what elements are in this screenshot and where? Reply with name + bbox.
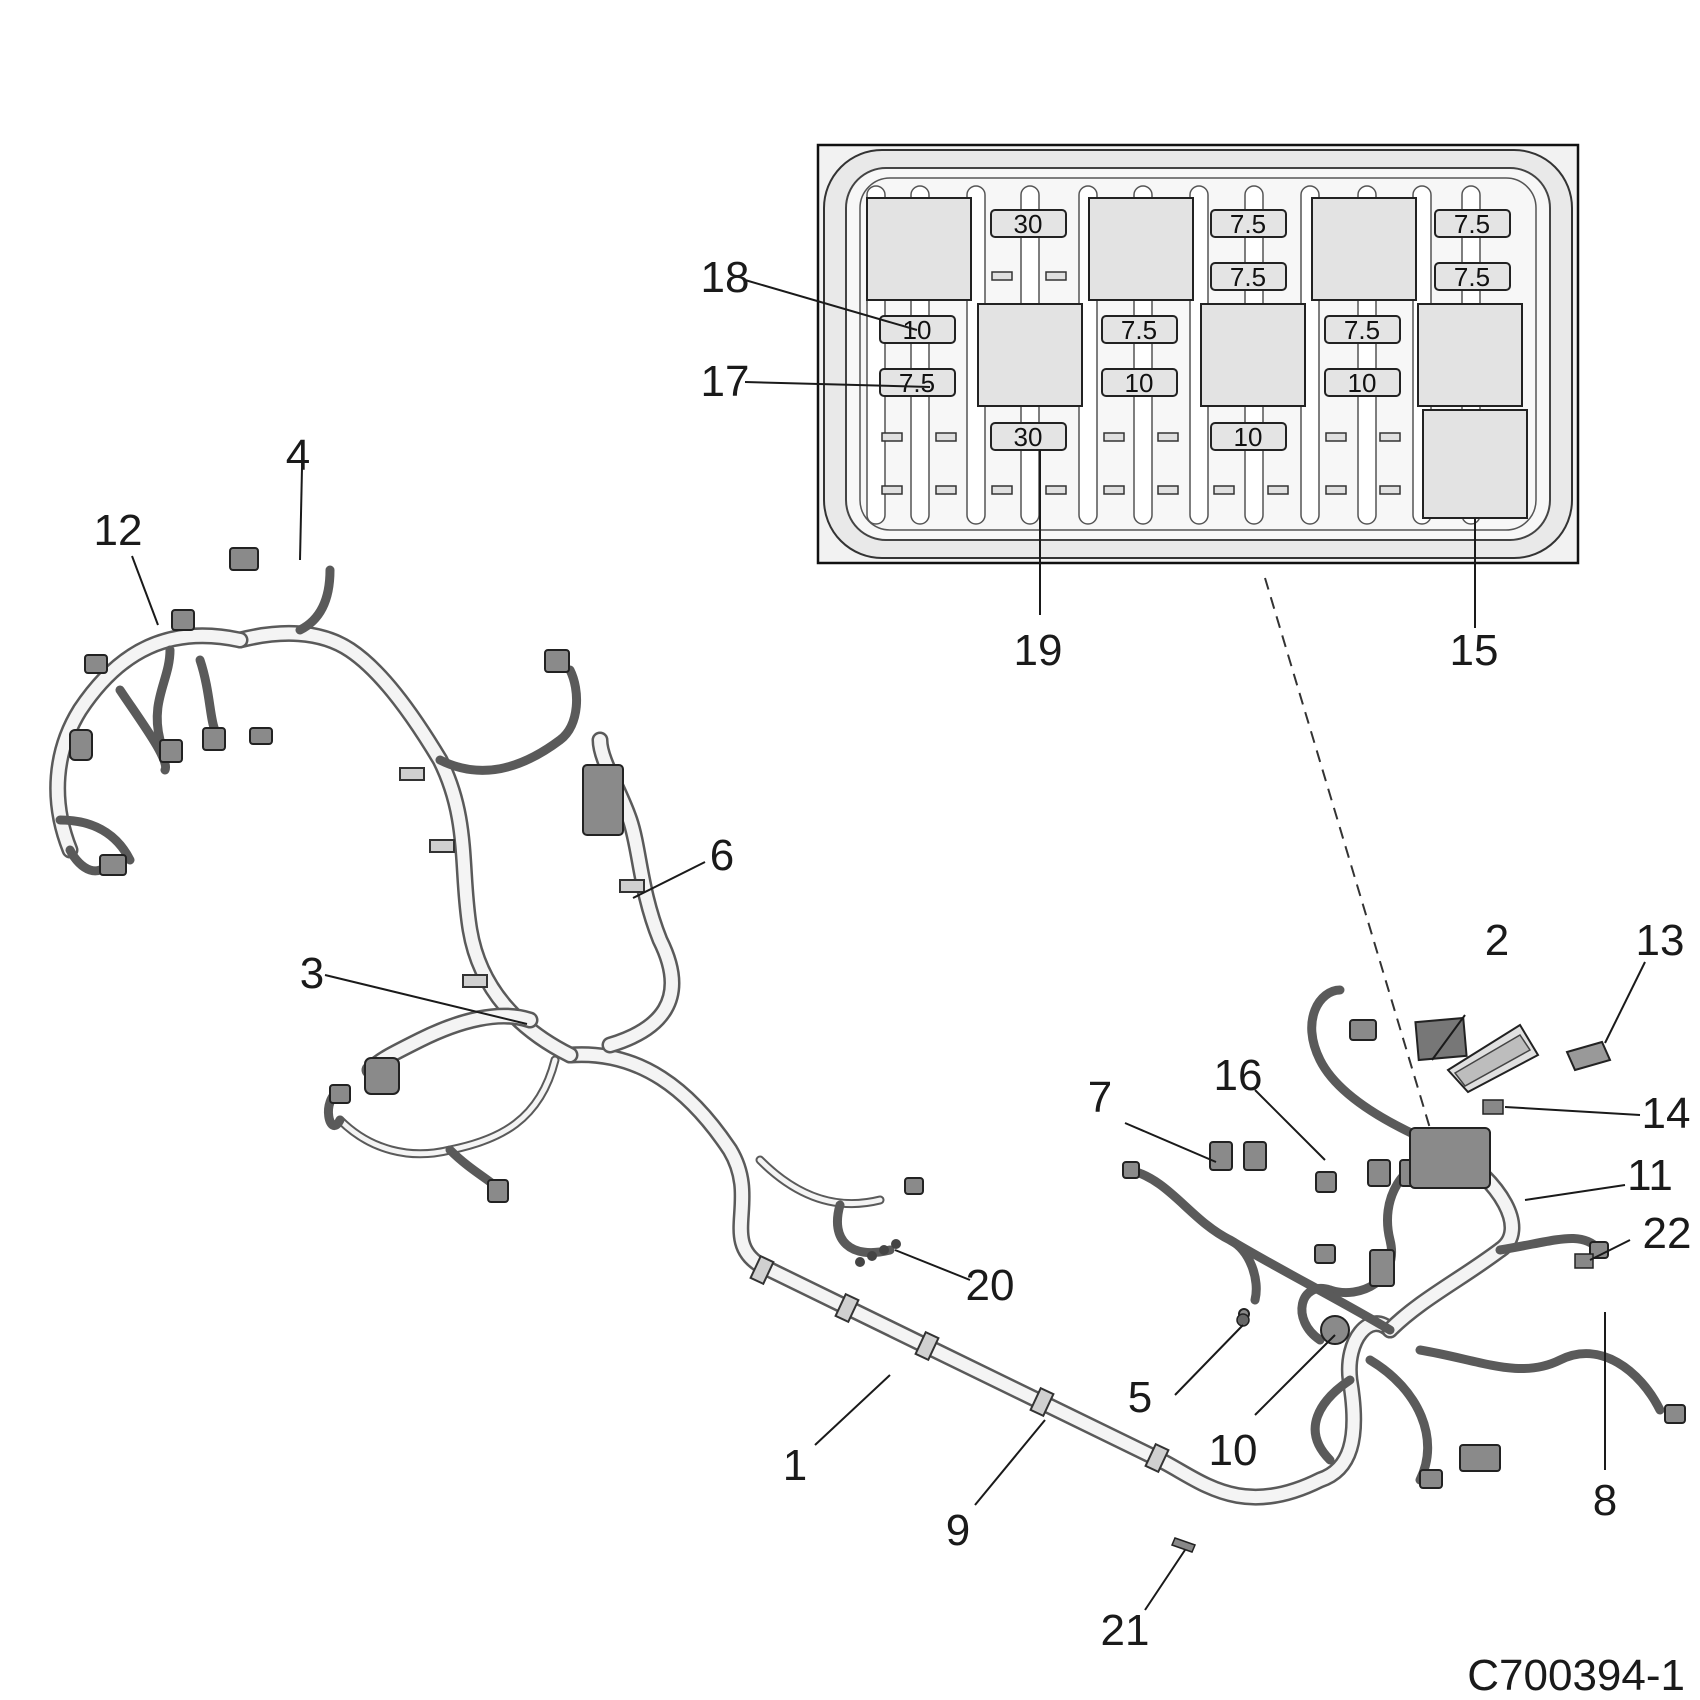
empty-fuse-slots <box>881 271 1401 495</box>
callout-5: 5 <box>1128 1373 1152 1422</box>
fuse-r3c2-rating: 7.5 <box>1344 315 1380 345</box>
callout-20: 20 <box>966 1261 1015 1310</box>
callout-11: 11 <box>1627 1151 1673 1200</box>
fuse-box-cover <box>1446 1023 1540 1094</box>
drawing-number: C700394-1 <box>1467 1651 1685 1700</box>
fuse-r1c1: 30 <box>990 209 1067 239</box>
callout-16: 16 <box>1214 1051 1263 1100</box>
fuse-label-sheet <box>1414 1016 1468 1062</box>
inset-reference-line <box>1264 577 1433 1136</box>
fuse-r5c1-rating: 30 <box>1014 422 1043 452</box>
fuse-r1c3-rating: 7.5 <box>1454 209 1490 239</box>
callout-18: 18 <box>701 253 750 302</box>
relay-blocks <box>866 197 1528 519</box>
callout-15: 15 <box>1450 626 1499 675</box>
callout-labels: 1 2 3 4 5 6 7 8 9 10 11 12 13 14 15 16 1… <box>94 253 1692 1655</box>
callout-9: 9 <box>946 1506 970 1555</box>
fuse-r1c2: 7.5 <box>1210 209 1287 239</box>
fuse-r2c2: 7.5 <box>1210 262 1287 292</box>
fuse-r2c2-rating: 7.5 <box>1230 262 1266 292</box>
fuse-r5c2: 10 <box>1210 422 1287 452</box>
fuse-r3c1: 7.5 <box>1101 315 1178 345</box>
mini-fuse-component <box>1482 1099 1504 1115</box>
callout-7: 7 <box>1088 1073 1112 1122</box>
fuse-r2c3: 7.5 <box>1434 262 1511 292</box>
fuse-r5c1: 30 <box>990 422 1067 452</box>
fuse-r1c1-rating: 30 <box>1014 209 1043 239</box>
plug-component <box>1574 1253 1594 1269</box>
fuse-r4c0: 7.5 <box>879 368 956 398</box>
fuse-r4c2-rating: 10 <box>1348 368 1377 398</box>
callout-1: 1 <box>783 1441 807 1490</box>
leader-lines <box>131 279 1646 1611</box>
callout-13: 13 <box>1636 916 1685 965</box>
fuse-r1c2-rating: 7.5 <box>1230 209 1266 239</box>
fuse-r4c1-rating: 10 <box>1125 368 1154 398</box>
relay-component <box>1565 1040 1612 1072</box>
fuse-r2c3-rating: 7.5 <box>1454 262 1490 292</box>
callout-12: 12 <box>94 506 143 555</box>
fuse-r5c2-rating: 10 <box>1234 422 1263 452</box>
callout-4: 4 <box>286 431 310 480</box>
callout-10: 10 <box>1209 1426 1258 1475</box>
connectors <box>69 547 1686 1489</box>
nut-component <box>1236 1313 1250 1327</box>
callout-19: 19 <box>1014 626 1063 675</box>
callout-22: 22 <box>1643 1209 1692 1258</box>
grommet-parts <box>855 1239 901 1267</box>
fuse-box-inset: 30 7.5 7.5 7.5 7.5 10 7.5 7.5 <box>816 143 1580 565</box>
callout-6: 6 <box>710 831 734 880</box>
fuse-r3c2: 7.5 <box>1324 315 1401 345</box>
fuse-r1c3: 7.5 <box>1434 209 1511 239</box>
fuse-r4c0-rating: 7.5 <box>899 368 935 398</box>
terminal-component <box>1170 1537 1197 1553</box>
callout-21: 21 <box>1101 1606 1150 1655</box>
callout-17: 17 <box>701 357 750 406</box>
callout-14: 14 <box>1642 1089 1691 1138</box>
callout-3: 3 <box>300 949 324 998</box>
callout-8: 8 <box>1593 1476 1617 1525</box>
fuse-r3c0: 10 <box>879 315 956 345</box>
fuse-r4c1: 10 <box>1101 368 1178 398</box>
fuse-r4c2: 10 <box>1324 368 1401 398</box>
fuse-r3c1-rating: 7.5 <box>1121 315 1157 345</box>
callout-2: 2 <box>1485 916 1509 965</box>
